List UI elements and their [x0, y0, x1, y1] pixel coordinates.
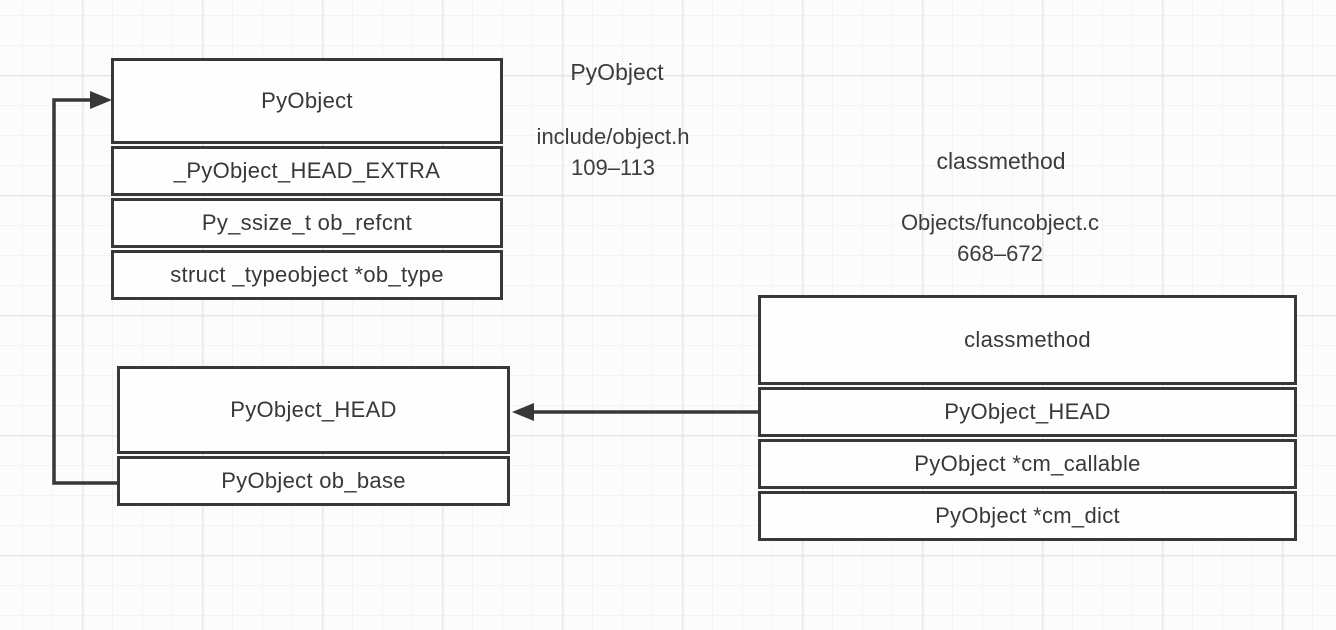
classmethod-box-row-pyobject-head: PyObject_HEAD [758, 387, 1297, 437]
pyobject-box-header: PyObject [111, 58, 503, 144]
classmethod-annotation: classmethod [936, 148, 1065, 175]
classmethod-annotation-file: Objects/funcobject.c [900, 210, 1100, 235]
pyobject-annotation-file: include/object.h [536, 124, 690, 149]
pyobject-head-box-header: PyObject_HEAD [117, 366, 510, 454]
classmethod-box-row-cm-callable: PyObject *cm_callable [758, 439, 1297, 489]
pyobject-head-box-row-ob-base: PyObject ob_base [117, 456, 510, 506]
classmethod-box-header: classmethod [758, 295, 1297, 385]
pyobject-annotation-source: include/object.h 109–113 [537, 121, 690, 183]
pyobject-annotation-lines: 109–113 [570, 155, 656, 180]
pyobject-box-row-ob-type: struct _typeobject *ob_type [111, 250, 503, 300]
arrowhead-right-icon [90, 91, 112, 109]
classmethod-annotation-title: classmethod [936, 148, 1066, 174]
classmethod-annotation-lines: 668–672 [957, 241, 1043, 266]
pyobject-box-row-head-extra: _PyObject_HEAD_EXTRA [111, 146, 503, 196]
pyobject-box-row-ob-refcnt: Py_ssize_t ob_refcnt [111, 198, 503, 248]
pyobject-annotation-title: PyObject [570, 59, 664, 85]
arrow-ob-base-to-pyobject [52, 91, 117, 485]
arrow-classmethod-head-to-pyobject-head [512, 403, 758, 421]
arrowhead-left-icon [512, 403, 534, 421]
pyobject-head-struct-box: PyObject_HEAD PyObject ob_base [117, 366, 510, 506]
classmethod-box-row-cm-dict: PyObject *cm_dict [758, 491, 1297, 541]
pyobject-struct-box: PyObject _PyObject_HEAD_EXTRA Py_ssize_t… [111, 58, 503, 300]
classmethod-struct-box: classmethod PyObject_HEAD PyObject *cm_c… [758, 295, 1297, 541]
pyobject-annotation: PyObject [570, 59, 663, 86]
classmethod-annotation-source: Objects/funcobject.c 668–672 [901, 207, 1099, 269]
